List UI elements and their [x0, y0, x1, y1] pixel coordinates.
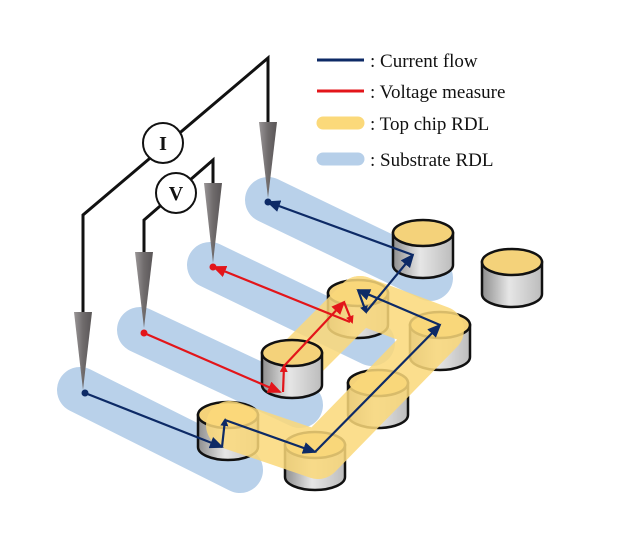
voltage-segment-diagonal [283, 300, 346, 367]
voltage-meter-label: V [169, 183, 184, 205]
probe-needles [74, 122, 277, 390]
current-segment-up [220, 418, 229, 448]
voltage-probe-low [135, 252, 153, 328]
legend-label-current: : Current flow [370, 51, 478, 72]
current-segment-mid [224, 418, 317, 454]
voltage-segment-exit [212, 265, 351, 324]
current-meter: I [142, 122, 184, 164]
voltage-segment-short [342, 301, 354, 324]
legend-label-substrate-rdl: : Substrate RDL [370, 150, 494, 171]
top-chip-rdl-trace-2 [206, 276, 464, 479]
bump-row3-a-top [260, 338, 324, 368]
bump-row1-a-top [391, 218, 455, 248]
voltage-probe-contact-low [140, 329, 148, 337]
voltage-segment-entry [143, 331, 282, 394]
current-probe-contact-high [264, 198, 272, 206]
current-flow-path [84, 200, 442, 454]
current-probe-low [74, 312, 92, 390]
bump-row3-a [260, 338, 324, 400]
current-segment-short [356, 289, 368, 314]
bump-row1-b [480, 247, 544, 309]
current-segment-exit [266, 200, 414, 257]
voltage-measure-path [143, 265, 354, 394]
legend-label-top-rdl: : Top chip RDL [370, 114, 489, 135]
legend-label-voltage: : Voltage measure [370, 82, 505, 103]
legend-item-top-chip-rdl: : Top chip RDL [316, 114, 489, 135]
current-segment-up-right [365, 253, 415, 313]
current-meter-circle [142, 122, 184, 164]
current-segment-back [356, 288, 441, 327]
current-segment-diagonal [314, 323, 442, 453]
legend-item-voltage-measure: : Voltage measure [317, 82, 505, 103]
legend-item-substrate-rdl: : Substrate RDL [316, 150, 494, 171]
voltage-probe-contact-high [209, 263, 217, 271]
voltage-meter: V [155, 172, 197, 214]
bump-row1-b-top [480, 247, 544, 277]
voltage-segment-up [279, 364, 288, 393]
legend-item-current-flow: : Current flow [317, 51, 478, 72]
current-probe-high [259, 122, 277, 198]
legend: : Current flow : Voltage measure : Top c… [316, 51, 505, 171]
current-meter-label: I [159, 133, 167, 155]
voltage-meter-circle [155, 172, 197, 214]
current-segment-entry [84, 391, 224, 449]
voltage-probe-high [204, 183, 222, 263]
current-probe-contact-low [81, 389, 89, 397]
